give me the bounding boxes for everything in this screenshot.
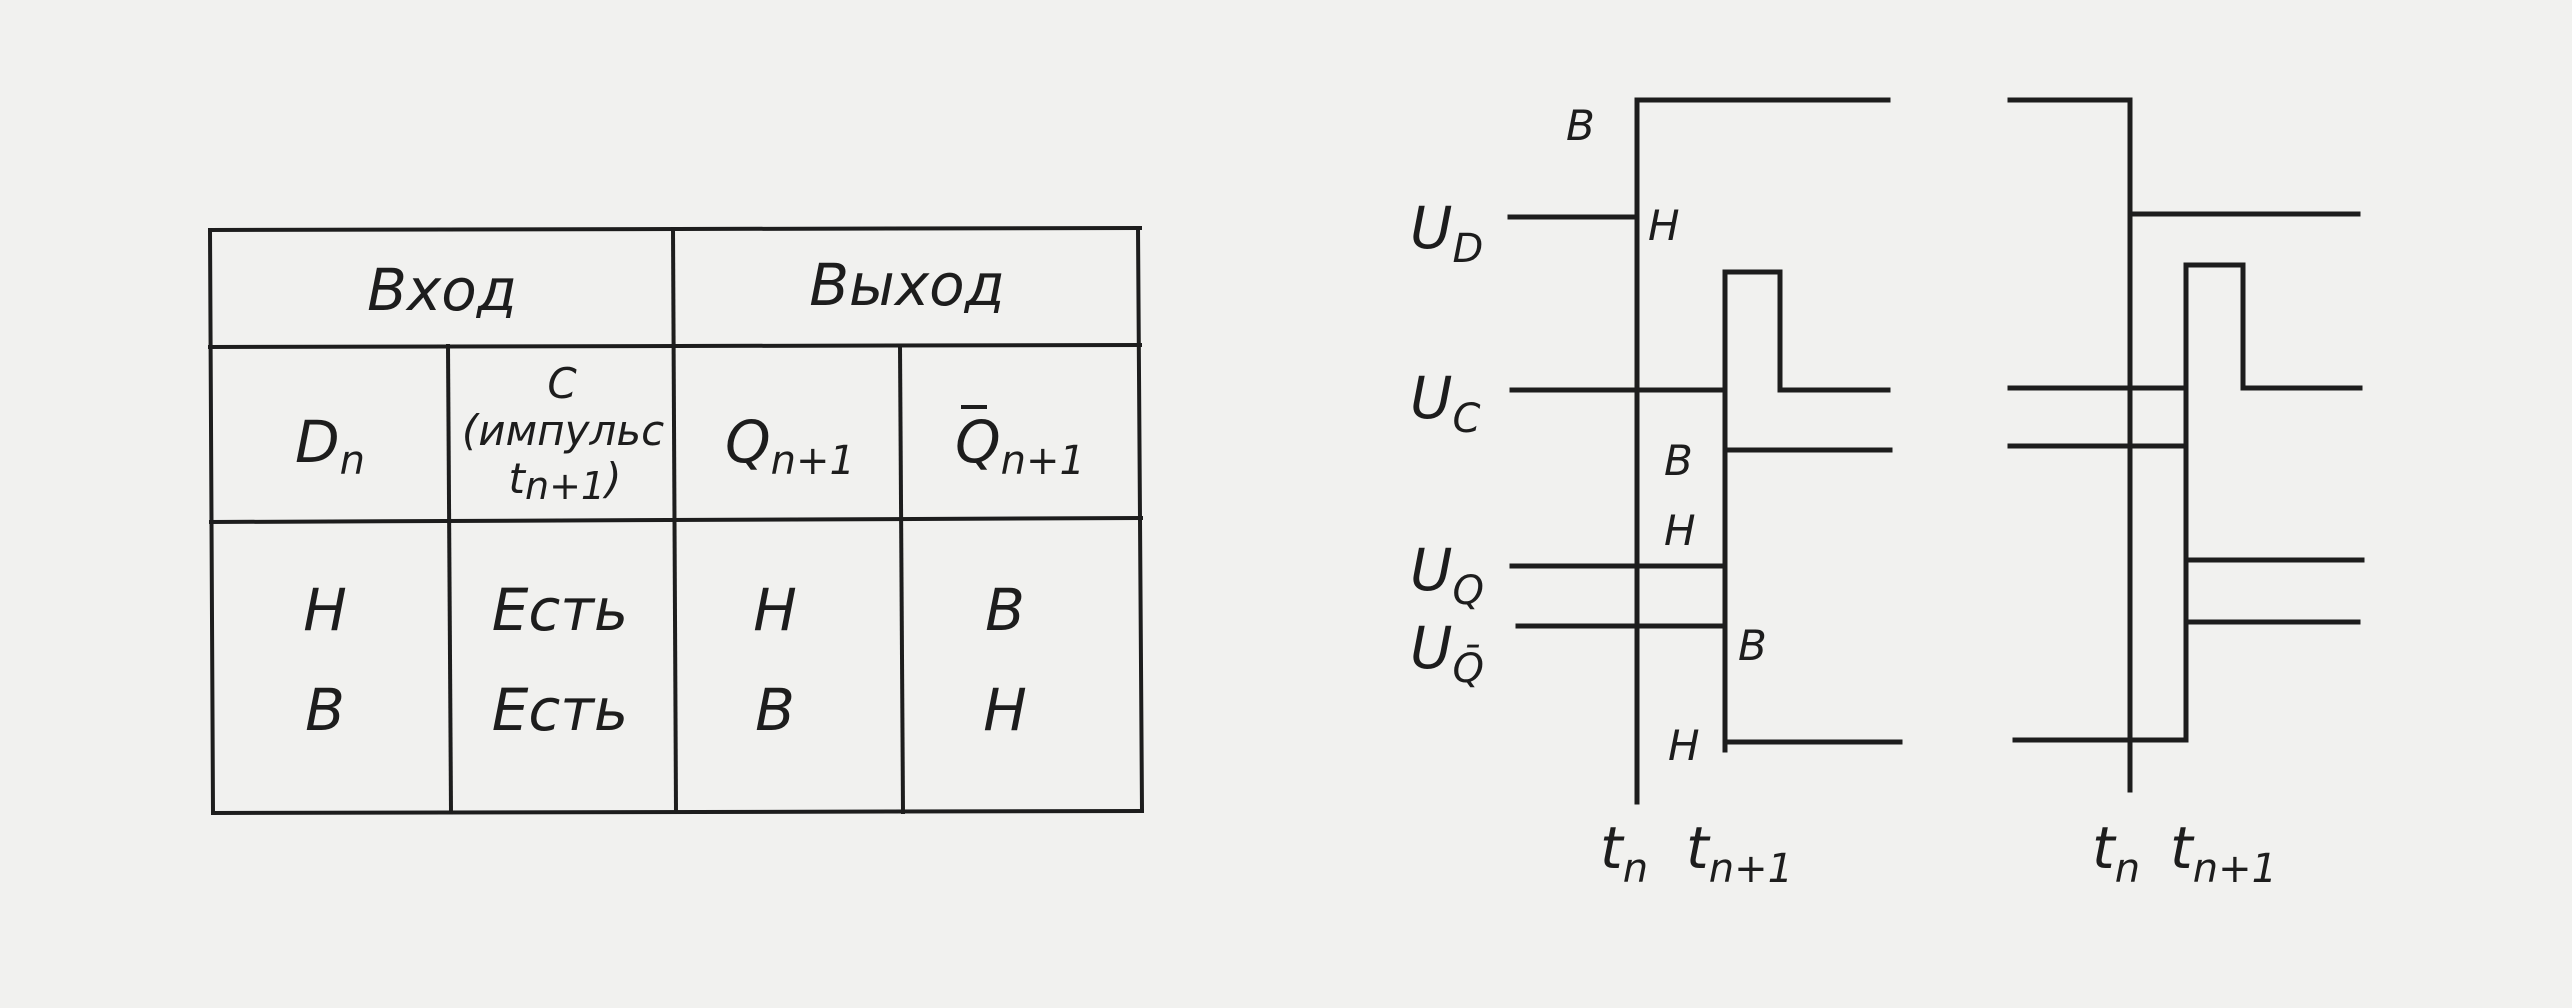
signal-label-uc: UC xyxy=(1410,364,1480,442)
signal-label-uq: UQ xyxy=(1410,536,1484,614)
cell-c: Есть xyxy=(492,576,629,644)
table-grid xyxy=(207,225,1145,816)
signal-label-uqbar: UQ̄ xyxy=(1410,614,1484,692)
level-label-high: В xyxy=(1738,621,1767,670)
level-label-low: Н xyxy=(1664,506,1696,555)
uc-waveform xyxy=(2007,262,2363,391)
cell-qbar: Н xyxy=(983,676,1027,744)
uqbar-waveform xyxy=(1515,623,1903,745)
truth-table: Вход Выход Dn C (импульс tn+1) Qn+1 Qn+1… xyxy=(207,225,1145,816)
time-label-tn1: tn+1 xyxy=(1686,814,1793,892)
level-label-high: В xyxy=(1566,101,1595,150)
ud-waveform xyxy=(1507,97,1891,220)
timing-case-2 xyxy=(2007,97,2365,793)
col-header-c-line1: C xyxy=(547,359,577,408)
col-header-c-line3: tn+1) xyxy=(509,454,622,508)
uq-waveform xyxy=(2007,443,2365,563)
uc-waveform xyxy=(1509,269,1891,393)
cell-c: Есть xyxy=(492,676,629,744)
col-header-qbar: Qn+1 xyxy=(955,408,1085,484)
table-row: В Есть В Н xyxy=(305,676,1027,744)
time-label-tn1: tn+1 xyxy=(2170,814,2277,892)
table-row: Н Есть Н В xyxy=(303,576,1025,644)
uqbar-waveform xyxy=(2012,619,2361,743)
cell-q: В xyxy=(755,676,795,744)
cell-qbar: В xyxy=(985,576,1025,644)
timing-diagram: UD UC UQ UQ̄ В Н В Н В Н tn tn+1 xyxy=(1410,97,2365,892)
signal-label-ud: UD xyxy=(1410,194,1483,272)
timing-case-1 xyxy=(1507,97,1903,805)
uq-waveform xyxy=(1509,447,1893,569)
ud-waveform xyxy=(2007,97,2361,217)
cell-q: Н xyxy=(753,576,797,644)
cell-d: В xyxy=(305,676,345,744)
table-col-divider-2 xyxy=(897,343,906,815)
table-col-divider-1 xyxy=(445,343,454,815)
col-header-q: Qn+1 xyxy=(725,408,855,484)
header-input: Вход xyxy=(367,256,517,324)
level-label-low: Н xyxy=(1648,201,1680,250)
header-output: Выход xyxy=(809,251,1005,319)
cell-d: Н xyxy=(303,576,347,644)
col-header-d: Dn xyxy=(295,408,365,484)
timing-case-1-labels: В Н В Н В Н tn tn+1 xyxy=(1566,101,1793,892)
table-group-divider xyxy=(670,226,679,815)
time-label-tn: tn xyxy=(1600,814,1648,892)
level-label-high: В xyxy=(1664,436,1693,485)
time-label-tn: tn xyxy=(2092,814,2140,892)
level-label-low: Н xyxy=(1668,721,1700,770)
timing-case-2-labels: tn tn+1 xyxy=(2092,814,2277,892)
col-header-c-line2: (импульс xyxy=(462,406,664,455)
